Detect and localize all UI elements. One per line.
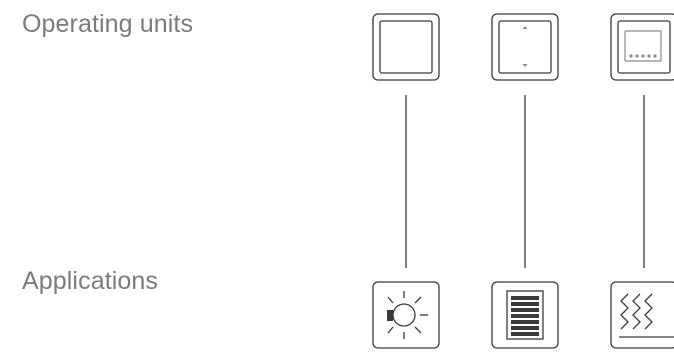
blinds-shutter-icon [491,281,559,349]
up-down-rocker-switch-icon [491,13,559,81]
push-button-switch-icon [372,13,440,81]
light-bulb-icon [372,281,440,349]
heating-icon [610,281,674,349]
operating-units-label: Operating units [22,10,194,38]
applications-label: Applications [22,267,159,295]
display-control-unit-icon [610,13,674,81]
